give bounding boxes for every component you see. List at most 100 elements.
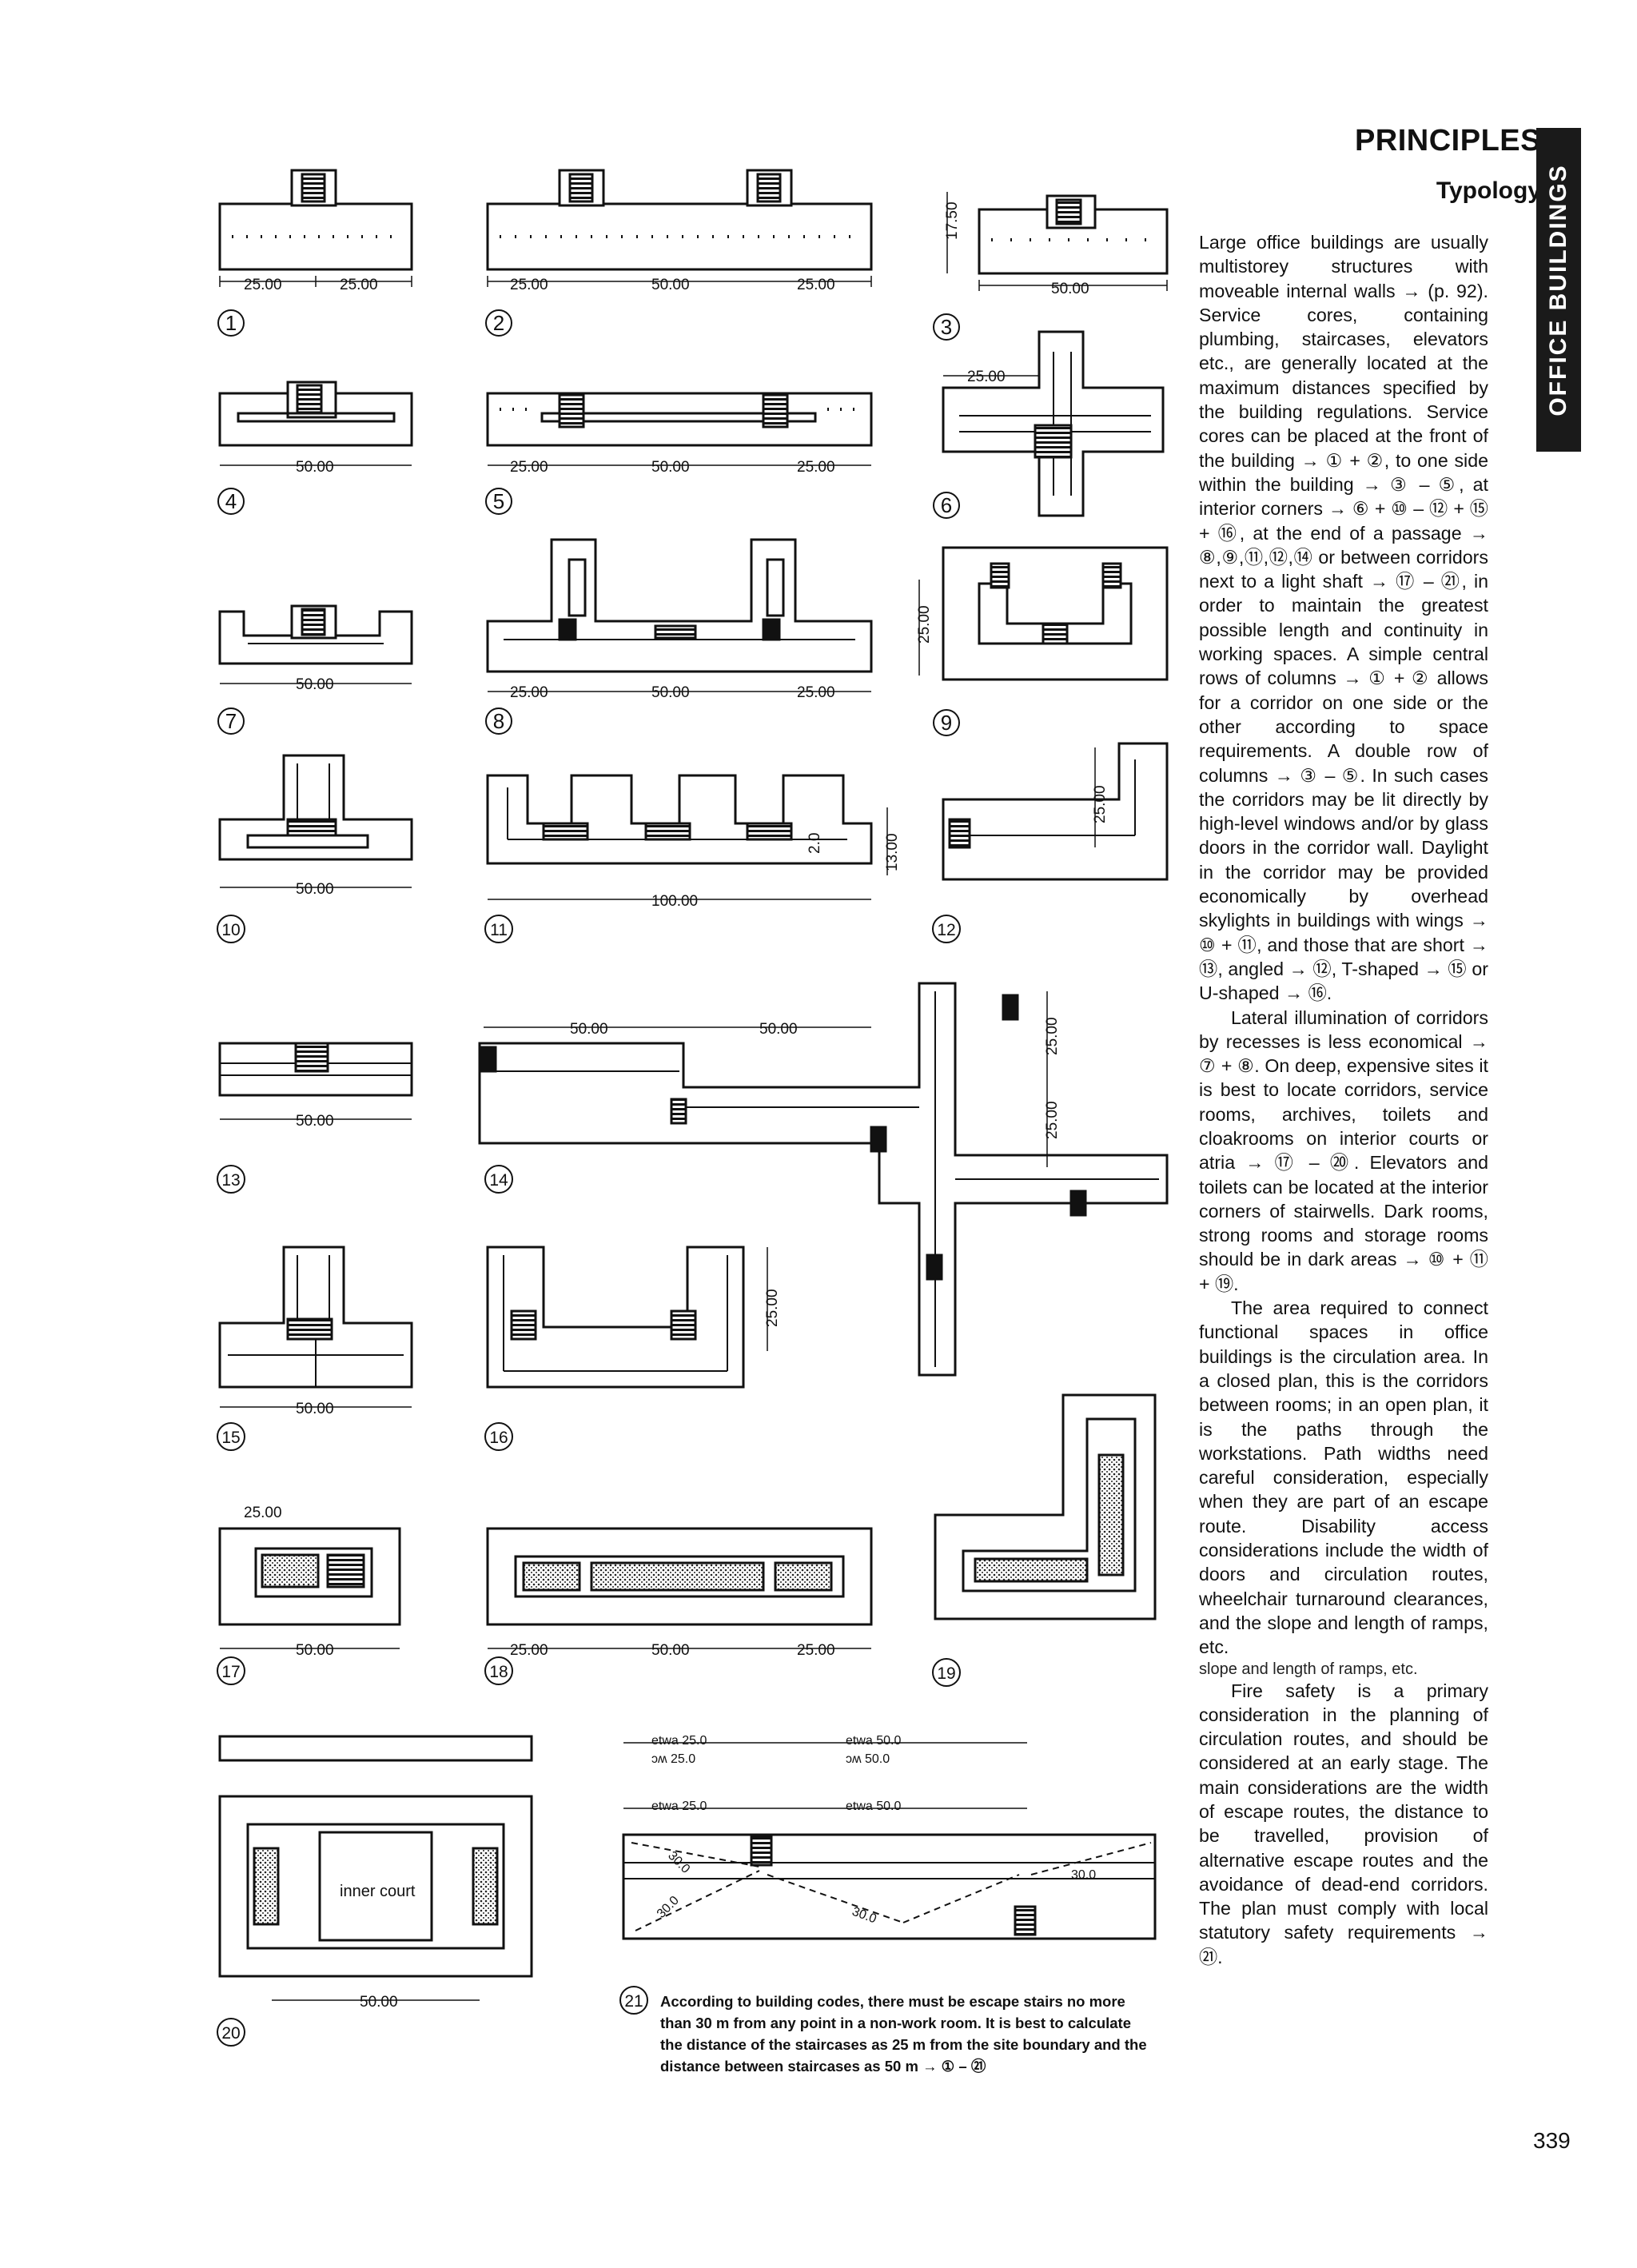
dim-8b: 50.00: [651, 684, 690, 701]
figure-label-11: 11: [484, 915, 513, 943]
figure-label-20: 20: [217, 2018, 245, 2047]
dim-15a: 50.00: [296, 1401, 334, 1417]
dim-3b: 17.50: [944, 201, 961, 240]
svg-text:18: 18: [489, 1663, 508, 1681]
figure-label-4: 4: [217, 488, 245, 515]
figure-17: [218, 1527, 401, 1649]
dim-14a: 50.00: [570, 1021, 608, 1038]
figure-label-16: 16: [484, 1422, 513, 1451]
side-tab-label: OFFICE BUILDINGS: [1545, 163, 1571, 417]
svg-text:13: 13: [221, 1171, 240, 1190]
figure-label-21: 21: [619, 1986, 648, 2015]
figure-6: [942, 330, 1165, 517]
svg-text:16: 16: [489, 1429, 508, 1447]
dim-2c: 25.00: [797, 277, 835, 293]
dim-11c: 2.0: [807, 833, 823, 854]
figure-label-15: 15: [217, 1422, 245, 1451]
page-number: 339: [1533, 2128, 1571, 2153]
dim-14d: 25.00: [1044, 1101, 1061, 1139]
figure-2: [486, 169, 873, 287]
dim-14c: 25.00: [1044, 1017, 1061, 1055]
figure-8: [486, 538, 873, 692]
svg-text:2: 2: [493, 311, 504, 335]
svg-text:21: 21: [624, 1992, 643, 2011]
dim-9a: 25.00: [916, 605, 933, 644]
body-paragraph: Large office buildings are usually multi…: [1199, 232, 1488, 1004]
dim-17a: 25.00: [244, 1505, 282, 1521]
svg-text:5: 5: [493, 489, 504, 513]
dim-21i: 30.0: [850, 1905, 878, 1927]
figure-label-9: 9: [933, 709, 960, 736]
dim-5a: 25.00: [510, 459, 548, 476]
side-tab: OFFICE BUILDINGS: [1536, 128, 1581, 452]
figure-1: [218, 169, 413, 287]
dim-18b: 50.00: [651, 1642, 690, 1659]
figure-4: [218, 381, 413, 466]
figure-12: [942, 742, 1169, 881]
dim-13a: 50.00: [296, 1113, 334, 1130]
dim-14b: 50.00: [759, 1021, 798, 1038]
dim-21e: etwa 25.0: [651, 1800, 707, 1813]
figure-label-12: 12: [932, 915, 961, 943]
figure-21: [622, 1742, 1157, 1940]
dim-21h: 30.0: [655, 1894, 682, 1921]
svg-text:6: 6: [941, 493, 952, 517]
figure-label-8: 8: [485, 708, 512, 735]
figure-label-6: 6: [933, 492, 960, 519]
figure-21-caption: According to building codes, there must …: [660, 1993, 1147, 2075]
dim-6a: 25.00: [967, 369, 1006, 385]
svg-text:1: 1: [225, 311, 237, 335]
figure-label-10: 10: [217, 915, 245, 943]
figure-16: [486, 1246, 768, 1389]
figure-18: [486, 1527, 873, 1649]
dim-7a: 50.00: [296, 676, 334, 693]
svg-text:17: 17: [221, 1663, 240, 1681]
dim-1a: 25.00: [244, 277, 282, 293]
figure-label-5: 5: [485, 488, 512, 515]
dim-21d: ɔʍ 50.0: [846, 1752, 890, 1766]
svg-text:19: 19: [937, 1664, 955, 1683]
figure-11: [486, 774, 888, 900]
dim-2a: 25.00: [510, 277, 548, 293]
figure-3: [946, 192, 1169, 291]
figure-15: [218, 1246, 413, 1408]
figure-20: [218, 1735, 533, 2001]
figure-5: [486, 392, 873, 466]
body-paragraph: Lateral illumination of corridors by rec…: [1199, 1006, 1488, 1294]
dim-2b: 50.00: [651, 277, 690, 293]
dim-18c: 25.00: [797, 1642, 835, 1659]
figure-19: [934, 1393, 1157, 1620]
svg-text:15: 15: [221, 1429, 240, 1447]
dim-8a: 25.00: [510, 684, 548, 701]
dim-21j: 30.0: [1071, 1868, 1096, 1882]
figure-9: [918, 546, 1169, 681]
dim-8c: 25.00: [797, 684, 835, 701]
svg-text:14: 14: [489, 1171, 508, 1190]
section-heading: PRINCIPLES: [1354, 124, 1541, 157]
figure-10: [218, 754, 413, 888]
dim-11a: 100.00: [651, 893, 698, 910]
inner-court-label: inner court: [340, 1883, 416, 1900]
dim-17b: 50.00: [296, 1642, 334, 1659]
svg-text:9: 9: [941, 711, 952, 735]
figure-label-2: 2: [485, 309, 512, 337]
svg-text:3: 3: [941, 315, 952, 339]
figure-label-13: 13: [217, 1165, 245, 1194]
body-paragraph: Fire safety is a primary consideration i…: [1199, 1680, 1488, 1967]
svg-text:12: 12: [937, 921, 955, 939]
dim-21a: etwa 25.0: [651, 1734, 707, 1748]
svg-text:10: 10: [221, 921, 240, 939]
typology-figures: 1 2 3 4 5 6 7 8 9 10 11 12 13 14 15 16 1…: [217, 169, 1169, 2047]
svg-text:20: 20: [221, 2024, 240, 2043]
svg-text:8: 8: [493, 709, 504, 733]
dim-20a: 50.00: [360, 1994, 398, 2011]
svg-text:7: 7: [225, 709, 237, 733]
dim-4a: 50.00: [296, 459, 334, 476]
dim-5b: 50.00: [651, 459, 690, 476]
figure-label-3: 3: [933, 313, 960, 341]
figure-label-1: 1: [217, 309, 245, 337]
figure-13: [218, 1042, 413, 1120]
dim-3a: 50.00: [1051, 281, 1089, 297]
dim-11b: 13.00: [884, 833, 901, 871]
dim-21c: ɔʍ 25.0: [651, 1752, 695, 1766]
